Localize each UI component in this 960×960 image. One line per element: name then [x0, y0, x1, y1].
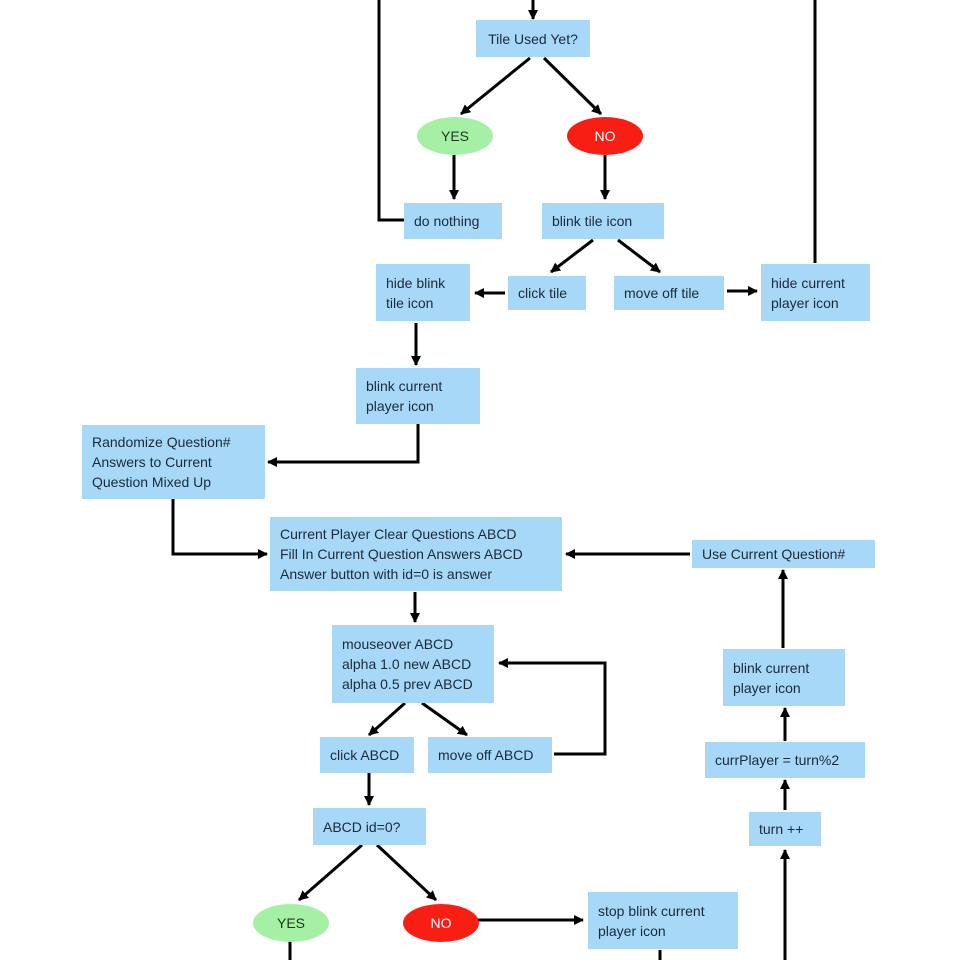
randomize-question-box: Randomize Question# Answers to Current Q… [82, 425, 265, 499]
randomize-question-line2: Answers to Current [92, 454, 212, 470]
click-tile-label: click tile [518, 285, 568, 301]
hide-current-player-icon-line2: player icon [771, 294, 839, 311]
arrow-blink-tile-to-click-tile [550, 238, 594, 274]
blink-current-player-icon-box: blink current player icon [356, 368, 480, 424]
mouseover-abcd-line2: alpha 1.0 new ABCD [342, 656, 472, 672]
move-off-tile-label: move off tile [624, 285, 700, 301]
hide-current-player-icon-line1: hide current [771, 274, 845, 291]
yes-decision-oval-bottom: YES [253, 904, 329, 942]
click-abcd-label: click ABCD [330, 747, 400, 763]
randomize-question-line3: Question Mixed Up [92, 474, 212, 490]
do-nothing-box: do nothing [404, 203, 502, 239]
yes-bottom-label: YES [276, 915, 305, 931]
blink-current-player-icon-2-line2: player icon [733, 679, 801, 696]
no-label: NO [594, 128, 616, 144]
arrow-blink-tile-to-move-off-tile [617, 238, 661, 274]
stop-blink-current-player-icon-box: stop blink current player icon [588, 892, 738, 949]
blink-tile-icon-label: blink tile icon [552, 213, 633, 229]
current-player-clear-line3: Answer button with id=0 is answer [280, 566, 493, 582]
current-player-clear-line1: Current Player Clear Questions ABCD [280, 526, 517, 542]
arrow-id0-to-yes [298, 843, 363, 902]
current-player-clear-questions-box: Current Player Clear Questions ABCD Fill… [270, 517, 562, 591]
no-decision-oval-bottom: NO [403, 904, 479, 942]
yes-decision-oval-top: YES [417, 117, 493, 155]
stop-blink-line2: player icon [598, 922, 666, 939]
click-tile-box: click tile [508, 276, 586, 310]
blink-current-player-icon-line2: player icon [366, 398, 434, 414]
loop-do-nothing-to-top [377, 0, 404, 222]
mouseover-abcd-line3: alpha 0.5 prev ABCD [342, 676, 473, 692]
abcd-id0-label: ABCD id=0? [323, 818, 401, 835]
hide-blink-tile-icon-box: hide blink tile icon [376, 264, 470, 321]
arrow-id0-to-no [375, 843, 438, 902]
tile-used-yet-label: Tile Used Yet? [488, 30, 578, 47]
curr-player-turn-label: currPlayer = turn%2 [715, 752, 840, 768]
move-off-abcd-box: move off ABCD [428, 737, 552, 773]
current-player-clear-line2: Fill In Current Question Answers ABCD [280, 546, 523, 562]
click-abcd-box: click ABCD [320, 737, 414, 773]
use-current-question-box: Use Current Question# [692, 540, 875, 568]
yes-label: YES [440, 128, 469, 144]
hide-current-player-icon-box: hide current player icon [761, 264, 870, 321]
randomize-question-line1: Randomize Question# [92, 434, 231, 450]
arrow-blink-current-to-randomize [267, 424, 420, 467]
move-off-abcd-label: move off ABCD [438, 747, 534, 763]
curr-player-turn-box: currPlayer = turn%2 [705, 742, 865, 778]
arrow-tile-used-to-no [542, 56, 603, 116]
move-off-tile-box: move off tile [614, 276, 724, 310]
mouseover-abcd-line1: mouseover ABCD [342, 636, 454, 652]
arrow-mouseover-to-click-abcd [368, 701, 406, 737]
hide-blink-tile-icon-line2: tile icon [386, 294, 434, 311]
do-nothing-label: do nothing [414, 213, 480, 229]
loop-move-off-abcd-to-mouseover [498, 658, 607, 756]
arrow-randomize-to-current-player-clear [171, 499, 268, 559]
tile-used-yet-box: Tile Used Yet? [476, 20, 590, 57]
hide-blink-tile-icon-line1: hide blink [386, 274, 446, 291]
no-decision-oval-top: NO [567, 117, 643, 155]
mouseover-abcd-box: mouseover ABCD alpha 1.0 new ABCD alpha … [332, 625, 494, 703]
no-bottom-label: NO [430, 915, 452, 931]
stop-blink-line1: stop blink current [598, 902, 705, 919]
blink-current-player-icon-box-2: blink current player icon [723, 649, 845, 706]
arrow-mouseover-to-move-off-abcd [421, 701, 468, 737]
turn-plus-label: turn ++ [759, 821, 804, 837]
turn-plus-box: turn ++ [749, 812, 821, 846]
blink-current-player-icon-2-line1: blink current [733, 659, 810, 676]
blink-tile-icon-box: blink tile icon [542, 203, 664, 239]
arrow-tile-used-to-yes [460, 56, 531, 116]
blink-current-player-icon-line1: blink current [366, 378, 443, 394]
abcd-id0-box: ABCD id=0? [313, 808, 426, 845]
use-current-question-label: Use Current Question# [702, 546, 846, 562]
